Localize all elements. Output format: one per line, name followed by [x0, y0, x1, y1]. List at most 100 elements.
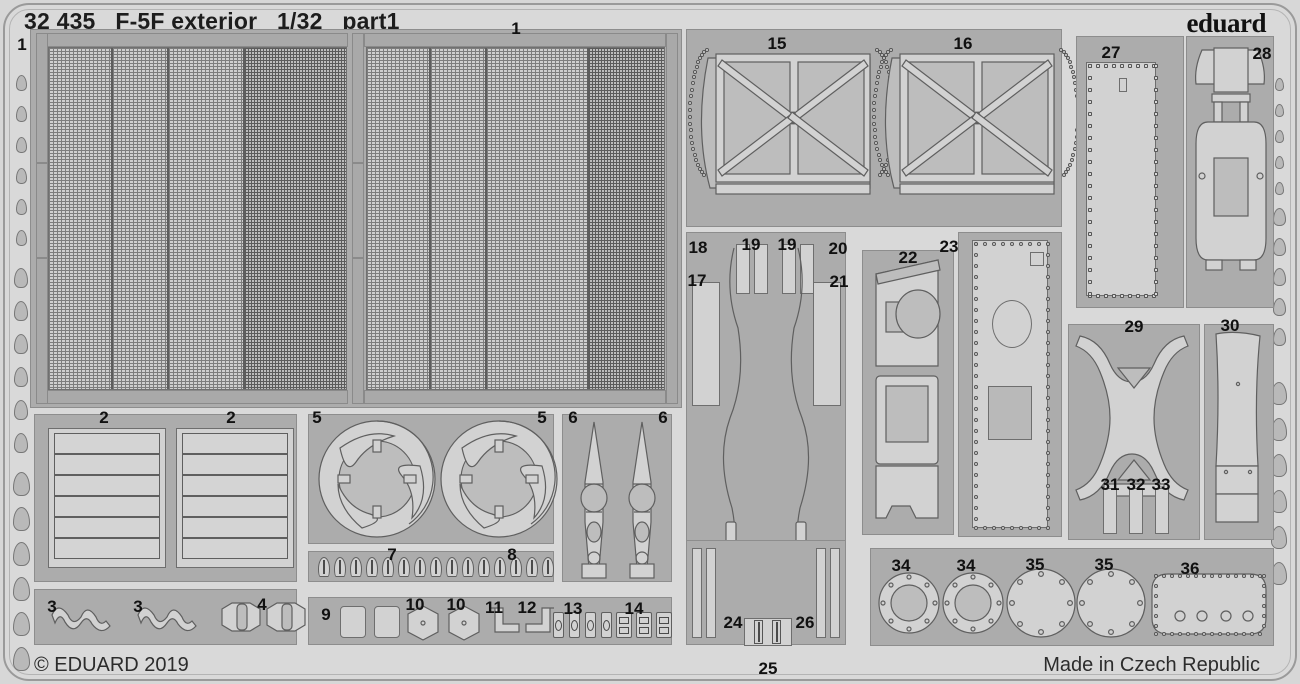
part-number-label: 27: [1101, 43, 1121, 62]
rivet: [879, 162, 884, 167]
rivet: [875, 75, 880, 80]
rivet: [876, 152, 881, 157]
louvre-slat: [182, 454, 288, 475]
rivet: [875, 48, 880, 53]
micro-part-14-slot: [619, 617, 629, 624]
rivet: [1262, 604, 1266, 608]
rivet: [974, 297, 978, 301]
rivet: [974, 407, 978, 411]
part-number-label: 26: [795, 613, 815, 632]
rivet: [1234, 574, 1238, 578]
rivet: [974, 242, 978, 246]
part-number-label: 19: [777, 235, 797, 254]
rivet: [1088, 184, 1092, 188]
rivet: [1061, 50, 1066, 55]
rivet: [1210, 574, 1214, 578]
clip-part: [478, 557, 490, 577]
rivet: [1250, 632, 1254, 636]
rivet: [1046, 451, 1050, 455]
rivet: [1154, 614, 1158, 618]
rivet: [1154, 184, 1158, 188]
rivet: [1202, 632, 1206, 636]
rivet: [873, 87, 878, 92]
rivet: [1001, 242, 1005, 246]
rivet: [1072, 75, 1077, 80]
rivet: [881, 166, 886, 171]
rivet: [877, 50, 882, 55]
clip-pin: [451, 560, 453, 574]
rivet: [1162, 632, 1166, 636]
rivet: [992, 242, 996, 246]
part-number-label: 30: [1220, 316, 1240, 335]
hook-parts-3-4: [51, 602, 306, 632]
rivet: [1218, 632, 1222, 636]
rivet: [974, 418, 978, 422]
rivet: [880, 170, 885, 175]
rivet: [1028, 526, 1032, 530]
mesh-dense-texture: [589, 48, 664, 389]
copyright-text: © EDUARD 2019: [34, 654, 189, 676]
rivet: [1046, 506, 1050, 510]
bracket-part-11: [491, 607, 520, 633]
teardrop-part: [1272, 328, 1286, 346]
rivet: [1046, 253, 1050, 257]
teardrop-part: [1272, 268, 1286, 286]
rivet: [1037, 242, 1041, 246]
teardrop-part: [1272, 298, 1286, 316]
teardrop-part: [12, 612, 30, 636]
mesh-left-rail-b: [36, 163, 48, 258]
part-number-label: 1: [511, 19, 521, 38]
fret-block-seats: [562, 414, 672, 582]
rivet: [873, 135, 878, 139]
rivet: [701, 173, 706, 178]
rivet: [1046, 286, 1050, 290]
rivet: [1218, 574, 1222, 578]
rivet: [1154, 594, 1158, 598]
micro-part-14-slot: [639, 627, 649, 634]
rivet: [1154, 172, 1158, 176]
rivet: [1046, 374, 1050, 378]
teardrop-part: [1274, 104, 1284, 117]
rivet: [1088, 76, 1092, 80]
rivet: [702, 50, 707, 55]
rivet: [1178, 574, 1182, 578]
rivet: [1120, 64, 1124, 68]
part-number-label: 25: [758, 659, 778, 678]
clip-pin: [547, 560, 549, 574]
part-number-label: 18: [688, 238, 708, 257]
strip-26a: [816, 548, 826, 638]
mesh-stripe: [167, 48, 169, 389]
rivet: [1154, 196, 1158, 200]
part-number-label: 33: [1151, 475, 1171, 494]
teardrop-part: [14, 433, 28, 453]
mesh-panel-1-left: [48, 47, 347, 390]
rivet: [1154, 112, 1158, 116]
rivet: [1154, 256, 1158, 260]
micro-part-14-slot: [639, 617, 649, 624]
rivet: [877, 69, 882, 74]
pin: [757, 622, 760, 642]
mesh-stripe: [485, 48, 487, 389]
rivet: [1046, 308, 1050, 312]
mesh-dense-texture: [245, 48, 346, 389]
rivet: [696, 60, 701, 65]
rivet: [1178, 632, 1182, 636]
part-25b: [772, 620, 781, 644]
part-9a: [340, 606, 366, 638]
rivet: [974, 451, 978, 455]
mesh-stripe: [429, 48, 431, 389]
rivet: [1046, 341, 1050, 345]
louvre-slat: [182, 433, 288, 454]
rivet: [1046, 418, 1050, 422]
clip-pin: [515, 560, 517, 574]
rivet: [1066, 166, 1071, 171]
clip-part: [398, 557, 410, 577]
mesh-left-rail-c: [36, 258, 48, 404]
rivet: [1088, 124, 1092, 128]
rivet: [1154, 624, 1158, 628]
hinge-strip-18: [736, 244, 750, 294]
rivet: [690, 141, 695, 146]
rail-part-17: [692, 282, 720, 406]
rivet: [690, 81, 695, 86]
